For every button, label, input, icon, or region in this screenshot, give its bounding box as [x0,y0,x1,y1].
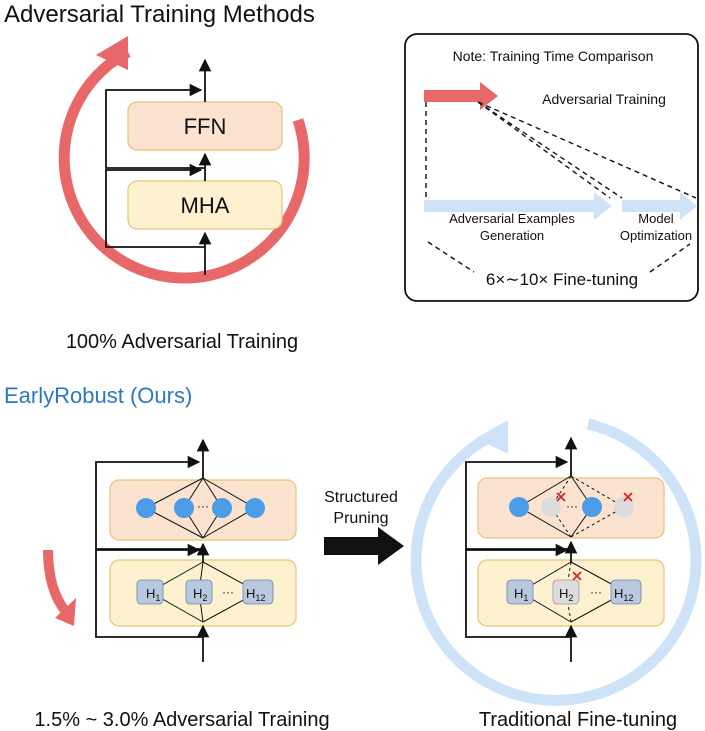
neuron [174,498,194,518]
neuron [245,498,265,518]
left-head-1: H1 [146,586,160,603]
model-opt-line1: Model [638,211,674,226]
right-caption: Traditional Fine-tuning [479,709,677,731]
right-head-1: H1 [514,586,528,603]
adv-examples-line1: Adversarial Examples [449,211,575,226]
top-flow-arrows [105,58,212,275]
head-box [610,579,642,605]
cross-icon [623,492,633,502]
note-title: Note: Training Time Comparison [453,48,654,64]
left-head-12: H12 [246,586,265,603]
mha-label: MHA [181,193,230,218]
model-opt-line2: Optimization [620,228,692,243]
head-box [242,579,274,605]
adv-training-arrow [424,82,498,110]
red-cycle-arrow [58,47,310,284]
left-head-ellipsis: ··· [222,585,234,599]
bottom-title: EarlyRobust (Ours) [4,383,192,408]
adv-examples-arrow [424,192,612,220]
note-box [404,33,699,302]
right-head-12: H12 [614,586,633,603]
top-title: Adversarial Training Methods [4,1,315,28]
left-neuron-ellipsis: ··· [197,499,209,513]
red-cycle-arrowhead [96,36,128,70]
cross-icon [556,492,566,502]
head-box [506,579,534,605]
head-box [136,579,164,605]
pruning-line1: Structured [324,489,398,506]
right-flow-arrows [465,436,578,662]
pruning-line2: Pruning [333,510,388,527]
left-flow-arrows [95,438,210,662]
neuron [212,498,232,518]
head-box [185,579,213,605]
blue-cycle-arrowhead [476,420,508,454]
neuron [582,497,602,517]
right-head-2: H2 [559,586,573,603]
short-red-arrow [43,549,70,616]
left-heads [136,579,274,605]
right-head-ellipsis: ··· [590,585,602,599]
short-red-arrowhead [55,598,76,626]
pruned-neuron [541,497,561,517]
adv-training-label: Adversarial Training [542,91,666,107]
pruning-arrow [324,527,404,565]
left-caption: 1.5% ~ 3.0% Adversarial Training [34,709,329,731]
pruned-neuron [614,497,634,517]
left-neurons [136,498,265,518]
adv-examples-line2: Generation [480,228,544,243]
top-caption: 100% Adversarial Training [66,331,298,353]
left-ffn-box [109,479,297,541]
right-ffn-box [477,477,665,539]
right-neuron-ellipsis: ··· [566,499,578,513]
neuron [509,497,529,517]
ratio-label: 6×∼10× Fine-tuning [486,270,638,289]
model-optimization-arrow [622,192,697,220]
neuron [136,498,156,518]
left-head-2: H2 [193,586,207,603]
note-dashed-lines [425,101,697,273]
cross-icon [572,571,582,581]
blue-cycle-arrow [410,418,702,706]
ffn-label: FFN [184,114,227,139]
pruned-head-box [552,579,580,605]
